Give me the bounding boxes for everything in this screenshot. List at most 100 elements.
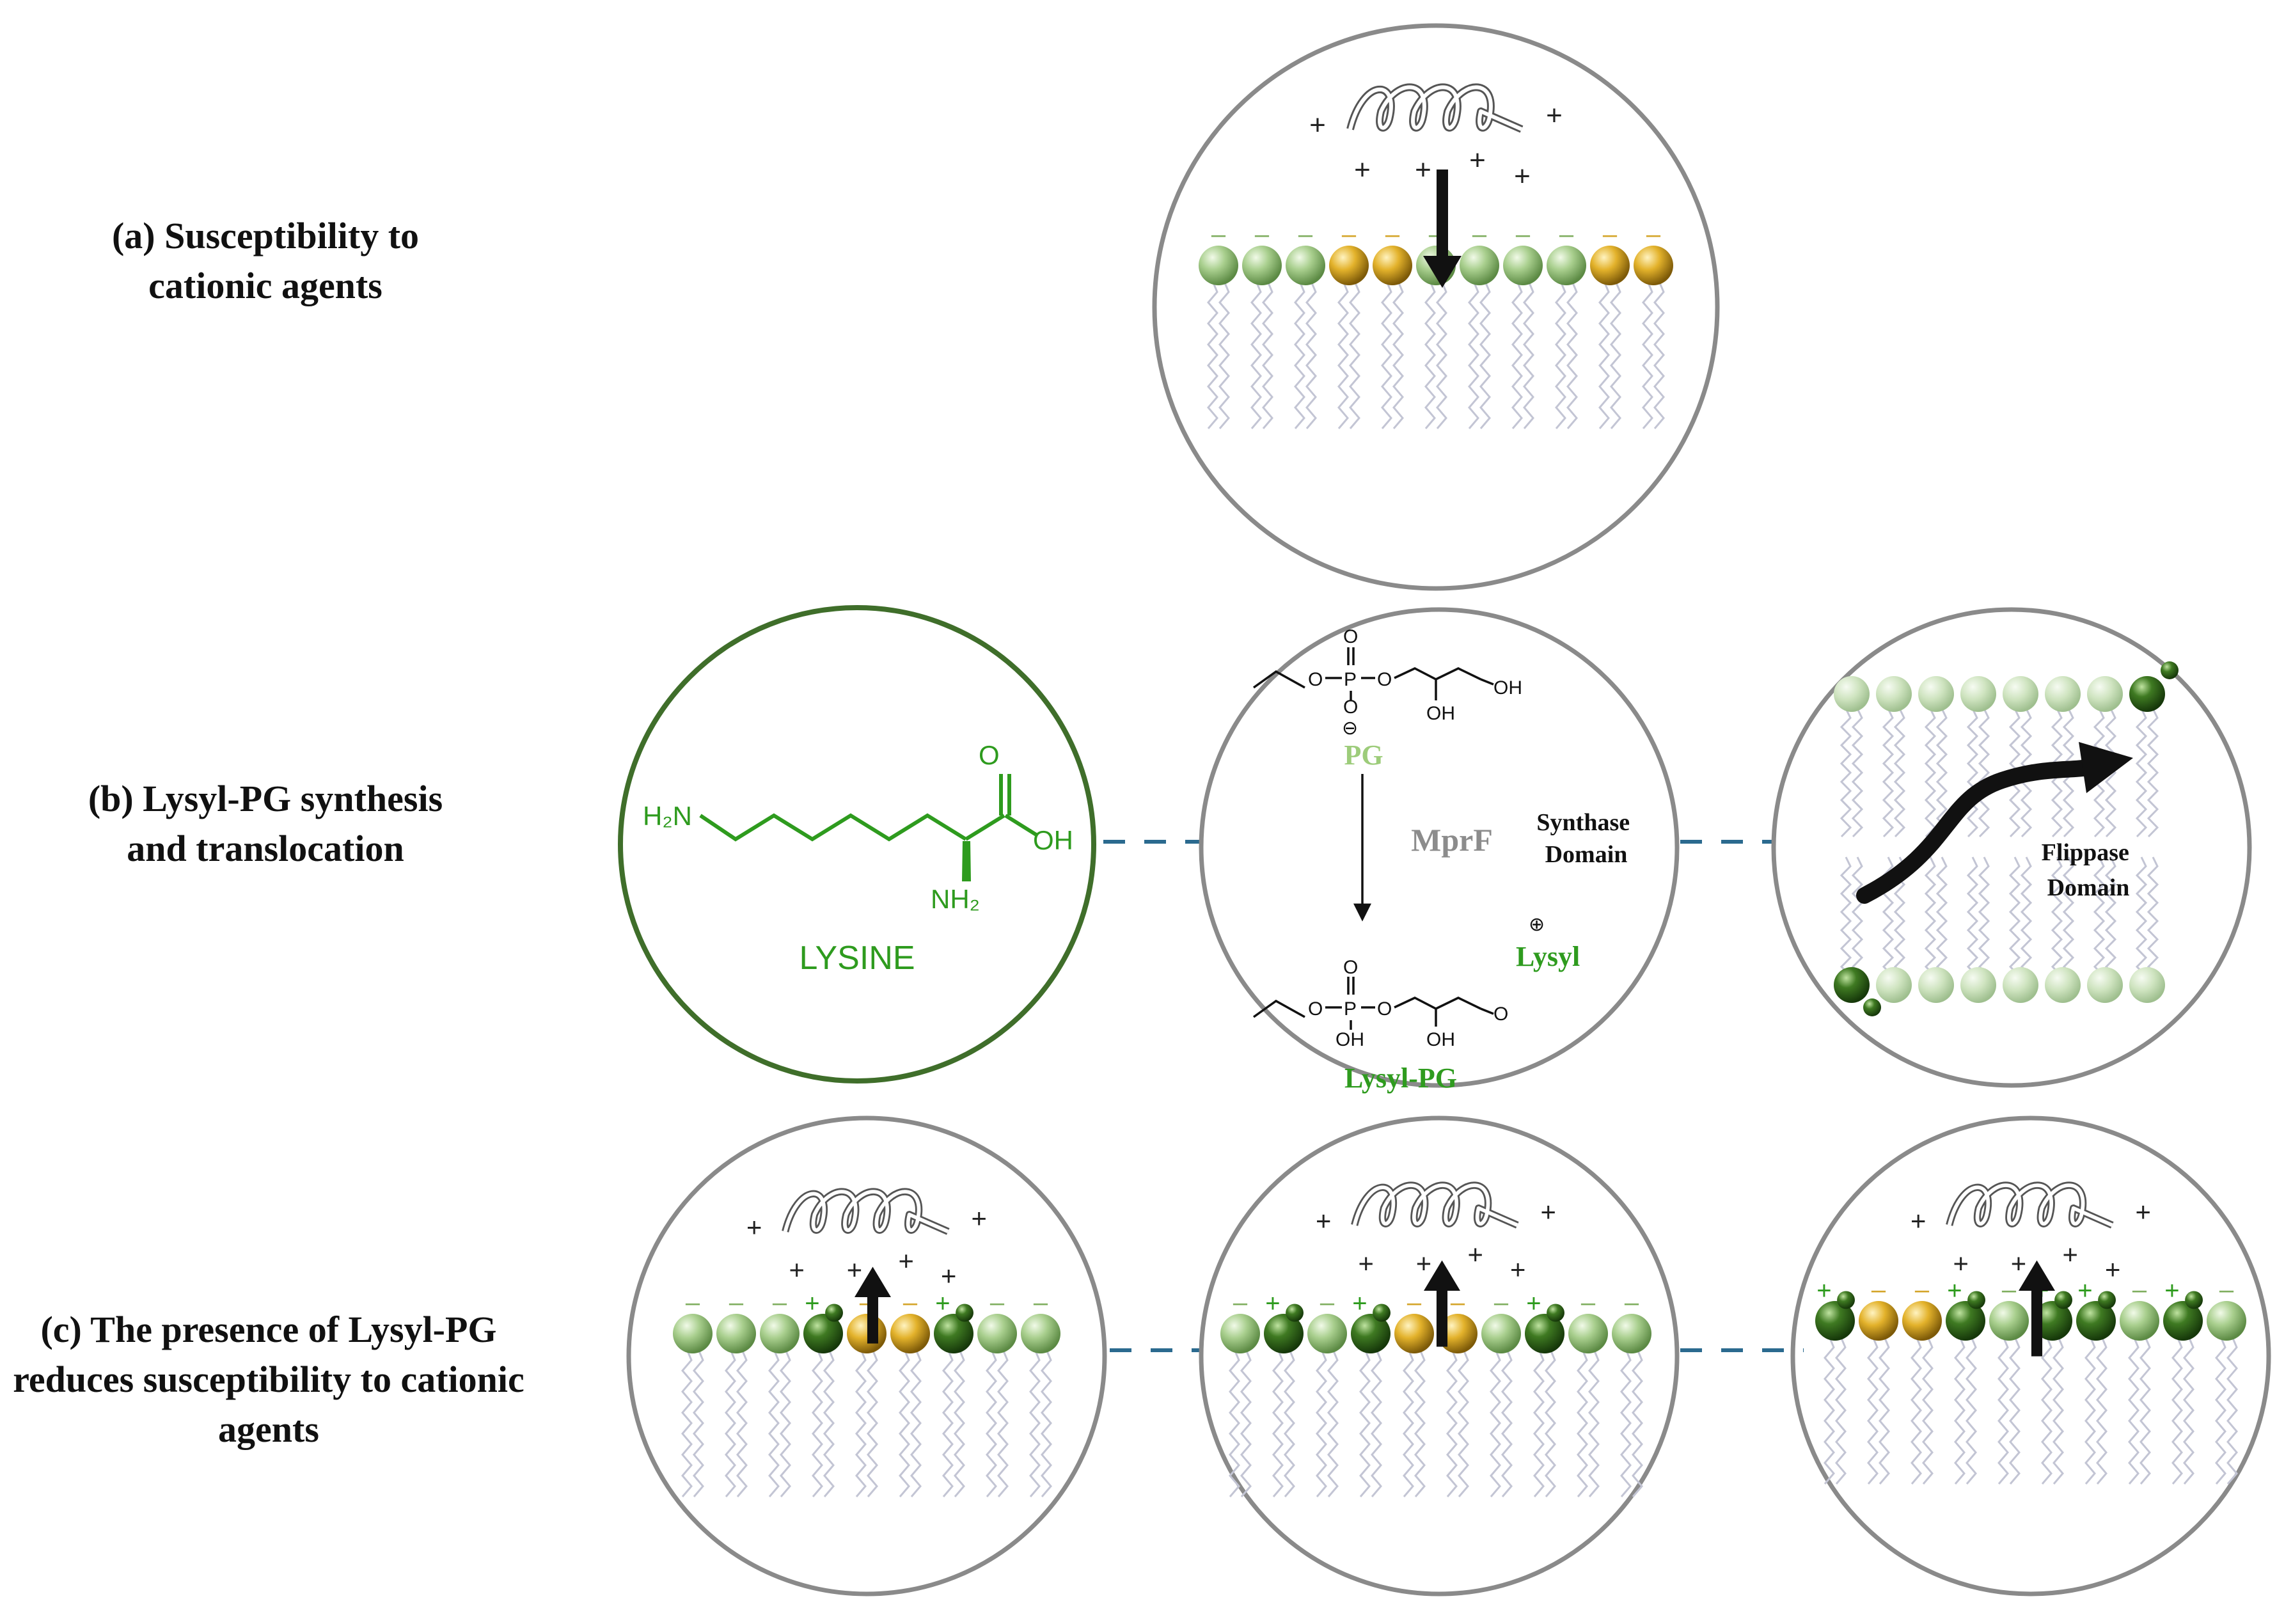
helix-peptide-inner xyxy=(1947,1183,2113,1227)
lipid-head-faded xyxy=(2003,967,2038,1003)
lysyl-plus: ⊕ xyxy=(1529,914,1545,935)
helix-peptide xyxy=(1351,1181,1519,1229)
lipid-tail xyxy=(1381,281,1392,429)
lysine-h2n: H₂N xyxy=(643,801,692,831)
cationic-charge: + xyxy=(1316,1206,1331,1236)
lipid-tail xyxy=(1207,281,1218,429)
positive-charge: + xyxy=(1947,1277,1962,1305)
pg-minus: ⊖ xyxy=(1342,718,1358,739)
negative-charge: – xyxy=(1581,1288,1596,1316)
lipid-tail xyxy=(2093,856,2106,986)
negative-charge: – xyxy=(1255,220,1270,248)
lipid-tail xyxy=(1316,1349,1327,1497)
cationic-charge: + xyxy=(1309,109,1326,141)
lipid-tail xyxy=(1446,1349,1458,1497)
lipid-tail xyxy=(2139,1336,2151,1485)
lipid-head-pg xyxy=(1612,1314,1651,1353)
lipid-head-faded xyxy=(1918,967,1954,1003)
negative-charge: – xyxy=(1385,220,1400,248)
lipid-head-pg xyxy=(2207,1301,2246,1341)
cationic-charge: + xyxy=(847,1255,862,1285)
lipid-tail xyxy=(2009,1336,2021,1485)
lipid-tail xyxy=(2008,856,2021,986)
lipid-tail xyxy=(1029,1349,1041,1497)
membrane-c1: –––+––+––++++++ xyxy=(673,1188,1060,1497)
lipid-head-faded xyxy=(2087,676,2123,712)
lipid-head-lysyl xyxy=(2163,1301,2203,1341)
lysyl-group xyxy=(1837,1291,1855,1309)
negative-charge: – xyxy=(729,1288,744,1316)
lipid-tail xyxy=(2226,1336,2238,1485)
lipid-tail xyxy=(1882,708,1895,838)
cationic-charge: + xyxy=(1359,1249,1374,1279)
lipid-tail xyxy=(1262,281,1273,429)
lysyl-group xyxy=(1373,1304,1391,1322)
lipid-head-pg xyxy=(1021,1314,1060,1353)
lysyl-group xyxy=(2054,1291,2072,1309)
lipid-tail xyxy=(942,1349,954,1497)
lipid-tail xyxy=(2183,1336,2194,1485)
lipid-tail xyxy=(1349,281,1360,429)
circle-flippase xyxy=(1771,607,2252,1088)
lipid-tail xyxy=(1523,281,1534,429)
lipid-tail xyxy=(1997,1336,2009,1485)
lipid-tail xyxy=(725,1349,736,1497)
up-arrow-shaft xyxy=(2031,1284,2043,1357)
lipid-tail xyxy=(1272,1349,1284,1497)
lipid-tail xyxy=(1966,1336,1977,1485)
flippase-domain-label: Flippase Domain xyxy=(2042,839,2136,901)
cationic-charge: + xyxy=(1546,100,1563,131)
synthase-domain-label: Synthase Domain xyxy=(1536,809,1635,868)
negative-charge: – xyxy=(2132,1275,2147,1304)
lipid-tail xyxy=(2128,1336,2139,1485)
helix-peptide-inner xyxy=(783,1190,949,1234)
lpg-o-top: O xyxy=(1343,957,1358,978)
lipid-tail xyxy=(1545,1349,1556,1497)
positive-charge: + xyxy=(1352,1289,1367,1318)
lpg-o-right: O xyxy=(1377,998,1392,1020)
lipid-head-pg xyxy=(1242,246,1282,285)
lysine-oh: OH xyxy=(1033,825,1073,855)
lipid-tail xyxy=(2147,856,2159,986)
lipid-head-lysyl xyxy=(1834,967,1870,1003)
positive-charge: + xyxy=(2077,1277,2092,1305)
lipid-tail xyxy=(1218,281,1230,429)
lipid-head-lysyl xyxy=(1525,1314,1564,1353)
lipid-tail xyxy=(2104,856,2117,986)
helix-peptide-inner xyxy=(1348,85,1523,131)
lipid-tail xyxy=(1867,1336,1879,1485)
cationic-charge: + xyxy=(1415,154,1431,185)
lipid-tail xyxy=(1978,856,1990,986)
circle-a xyxy=(1152,23,1720,591)
lipid-head-yellow xyxy=(1373,246,1412,285)
lipid-tail xyxy=(736,1349,748,1497)
lipid-head-faded xyxy=(1960,676,1996,712)
lipid-tail xyxy=(2084,1336,2096,1485)
positive-charge: + xyxy=(805,1289,819,1318)
enzyme-label: MprF xyxy=(1411,822,1493,858)
negative-charge: – xyxy=(903,1288,918,1316)
lipid-tail xyxy=(1598,281,1610,429)
lipid-head-pg xyxy=(1547,246,1586,285)
lipid-tail xyxy=(1922,1336,1934,1485)
label-b: (b) Lysyl-PG synthesis and translocation xyxy=(88,778,443,869)
cationic-charge: + xyxy=(2063,1239,2078,1269)
up-arrow-head xyxy=(1424,1260,1460,1291)
lipid-tail xyxy=(867,1349,878,1497)
pg-structure xyxy=(1252,647,1494,1030)
pg-label: PG xyxy=(1344,739,1383,771)
positive-charge: + xyxy=(1265,1289,1280,1318)
lipid-tail xyxy=(899,1349,910,1497)
lipid-tail xyxy=(1620,1349,1632,1497)
lipid-head-pg xyxy=(1307,1314,1347,1353)
membrane-c3: +––+–++–+–++++++ xyxy=(1815,1181,2246,1485)
lysine-o: O xyxy=(979,740,1000,770)
lipid-head-faded xyxy=(2129,967,2165,1003)
lipid-head-yellow xyxy=(1394,1314,1434,1353)
negative-charge: – xyxy=(1451,1288,1465,1316)
lipid-head-lysyl xyxy=(803,1314,843,1353)
negative-charge: – xyxy=(1494,1288,1509,1316)
lipid-tail xyxy=(1229,1349,1240,1497)
cationic-charge: + xyxy=(1541,1197,1556,1227)
lipid-head-pg xyxy=(1568,1314,1608,1353)
